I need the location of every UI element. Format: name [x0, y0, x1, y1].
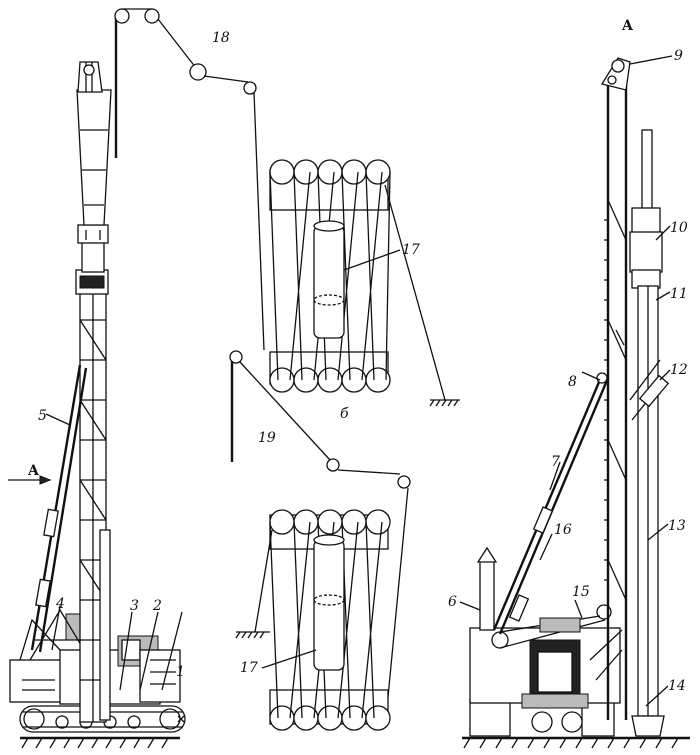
- label-9: 9: [674, 48, 683, 64]
- label-16: 16: [554, 522, 572, 538]
- label-2: 2: [152, 598, 162, 614]
- label-7: 7: [551, 454, 560, 470]
- label-17-upper: 17: [402, 242, 420, 258]
- right-pile-driver: [459, 55, 690, 749]
- arrow-a: [8, 475, 52, 485]
- brace-5: [19, 364, 88, 661]
- left-pile-driver: [8, 61, 186, 749]
- label-6: 6: [448, 594, 457, 610]
- label-19: 19: [258, 430, 276, 446]
- label-view-b: б: [340, 406, 349, 422]
- label-10: 10: [670, 220, 688, 236]
- rope-scheme-upper: [114, 8, 460, 407]
- label-view-a: A: [621, 18, 634, 34]
- right-base: [469, 546, 623, 737]
- label-18: 18: [212, 30, 230, 46]
- label-8: 8: [568, 374, 577, 390]
- labels: 1 2 3 4 5 6 7 8 9 10 11 12 13 14 15 16 1…: [27, 18, 688, 694]
- ground-left: [20, 736, 180, 749]
- ground-right: [462, 736, 690, 749]
- label-13: 13: [668, 518, 686, 534]
- label-14: 14: [668, 678, 686, 694]
- label-4: 4: [55, 596, 65, 612]
- right-mast: [600, 57, 670, 737]
- label-12: 12: [670, 362, 688, 378]
- label-11: 11: [670, 286, 688, 302]
- label-1: 1: [176, 664, 185, 680]
- label-arrow-a: A: [27, 463, 40, 479]
- left-mast: [75, 61, 112, 723]
- label-3: 3: [130, 598, 139, 614]
- label-17-lower: 17: [240, 660, 258, 676]
- right-brace: [492, 372, 610, 635]
- label-5: 5: [38, 408, 47, 424]
- rope-scheme-lower: [229, 350, 411, 731]
- label-15: 15: [572, 584, 590, 600]
